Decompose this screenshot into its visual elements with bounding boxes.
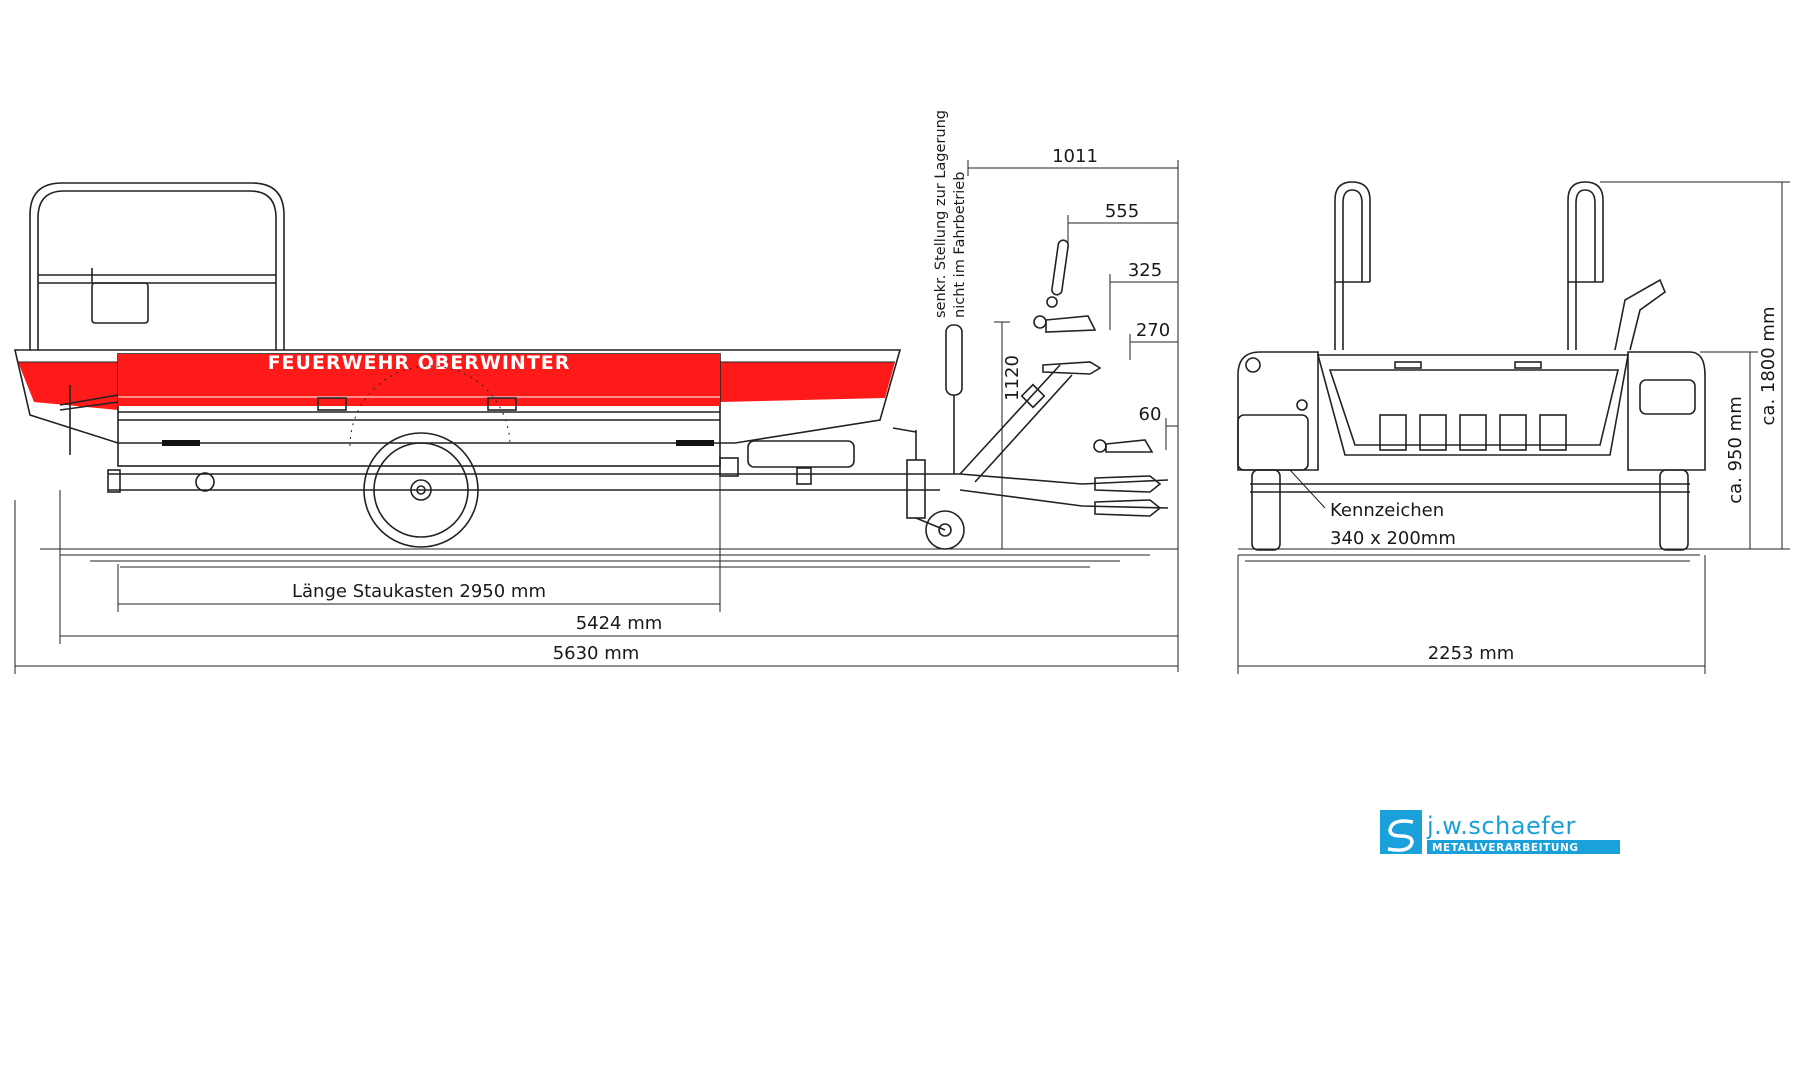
- drawbar-parts: [719, 239, 1169, 550]
- dim-270: 270: [1136, 320, 1170, 341]
- ground-lines: [40, 548, 1178, 568]
- brand-text: FEUERWEHR OBERWINTER: [268, 352, 571, 374]
- dim-height-1800: ca. 1800 mm: [1758, 307, 1779, 426]
- hitch-note-line1: senkr. Stellung zur Lagerung: [933, 110, 949, 318]
- rear-roll-bars: [1334, 181, 1666, 351]
- rear-axle: [1250, 469, 1690, 551]
- hitch-note-line2: nicht im Fahrbetrieb: [952, 172, 968, 318]
- roll-bar: [29, 182, 285, 350]
- chassis: [59, 365, 960, 493]
- side-dimensions: 1011 555 325 270 60 1120 senkr. Stellung…: [14, 110, 1179, 674]
- dim-width-2253: 2253 mm: [1428, 643, 1515, 664]
- side-view: FEUERWEHR OBERWINTER: [13, 110, 1179, 674]
- main-wheel: [363, 432, 479, 548]
- rear-side-boxes: [1237, 351, 1706, 471]
- dim-height-950: ca. 950 mm: [1725, 396, 1746, 504]
- dim-box-length: Länge Staukasten 2950 mm: [292, 581, 546, 602]
- rear-dimensions: 2253 mm ca. 950 mm ca. 1800 mm: [1237, 181, 1790, 674]
- dim-length-5424: 5424 mm: [576, 613, 663, 634]
- logo-name: j.w.schaefer: [1426, 812, 1576, 840]
- rear-boat: [1316, 354, 1629, 456]
- dim-325: 325: [1128, 260, 1162, 281]
- company-logo: j.w.schaefer METALLVERARBEITUNG: [1380, 810, 1620, 854]
- plate-label-line2: 340 x 200mm: [1330, 528, 1456, 549]
- rear-view: Kennzeichen 340 x 200mm 2253 mm ca. 950 …: [1237, 181, 1790, 674]
- dim-1011: 1011: [1052, 146, 1098, 167]
- dim-1120: 1120: [1002, 355, 1023, 401]
- boat-hull: [13, 349, 902, 444]
- plate-callout: Kennzeichen 340 x 200mm: [1289, 469, 1456, 549]
- logo-tagline: METALLVERARBEITUNG: [1432, 842, 1579, 854]
- storage-box: FEUERWEHR OBERWINTER: [117, 352, 721, 467]
- plate-label-line1: Kennzeichen: [1330, 500, 1444, 521]
- dim-60: 60: [1139, 404, 1162, 425]
- dim-length-5630: 5630 mm: [553, 643, 640, 664]
- dim-555: 555: [1105, 201, 1139, 222]
